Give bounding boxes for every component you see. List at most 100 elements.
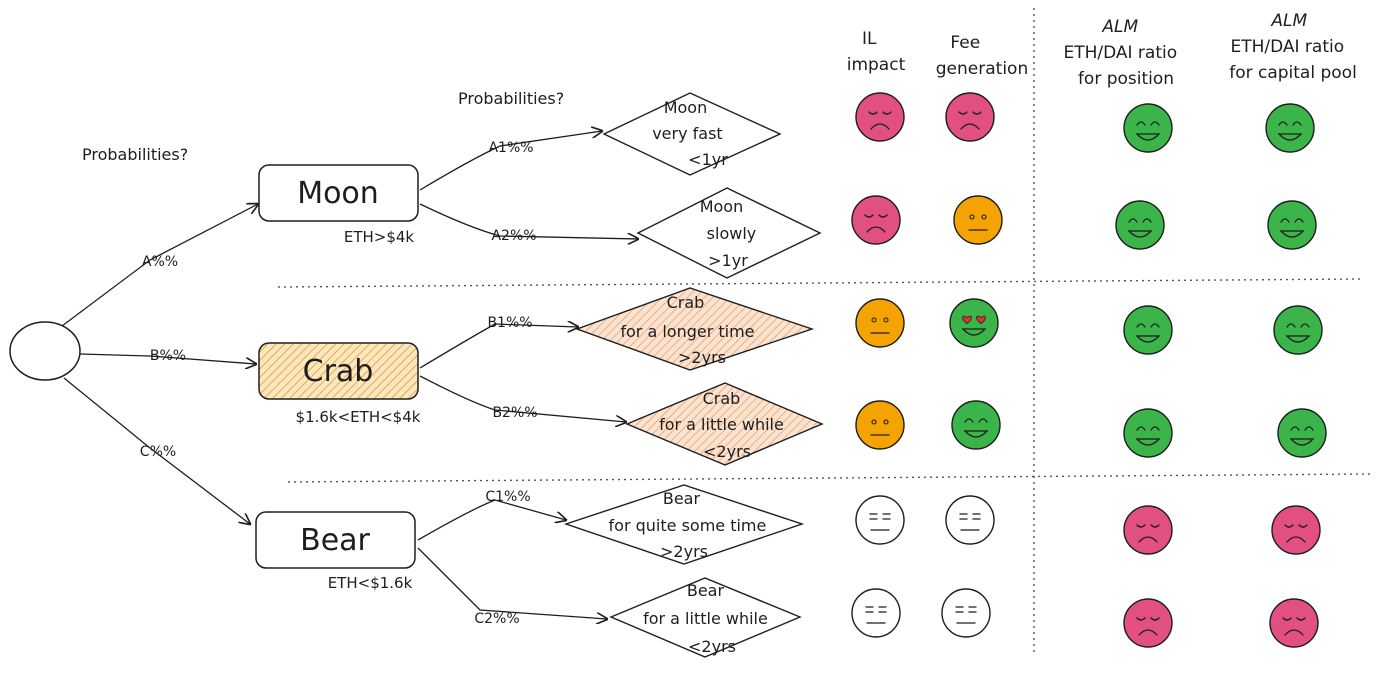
face-eye — [1284, 524, 1294, 528]
outcome-text-line: Moon — [700, 197, 744, 216]
face-eye — [883, 419, 889, 425]
face-eye — [1150, 426, 1160, 431]
face-mouth — [870, 123, 890, 130]
face-eye — [972, 111, 982, 115]
arrow-root-to-moon — [61, 204, 258, 327]
outcome-text-line: for a longer time — [620, 322, 754, 341]
root-node — [9, 321, 81, 381]
face-mouth — [963, 430, 989, 438]
outcome-text: Moon very fast <1yr — [652, 98, 728, 169]
outcome-text: Bear for a little while <2yrs — [643, 581, 773, 656]
outcome-text: Crab for a longer time >2yrs — [620, 293, 759, 367]
face-outline — [953, 195, 1003, 245]
face-outline — [951, 400, 1001, 450]
face-eye — [1136, 323, 1146, 328]
happy-green-face-icon — [1273, 305, 1323, 355]
scenario-box — [258, 342, 419, 400]
outcome-text: Crab for a little while <2yrs — [659, 389, 789, 461]
face-outline — [1123, 103, 1173, 153]
face-outline — [1265, 103, 1315, 153]
outcome-text-line: Crab — [703, 389, 741, 408]
probabilities-label-scenarios: Probabilities? — [82, 145, 188, 164]
probability-label-a1: A1%% — [488, 140, 533, 156]
face-mouth — [1285, 335, 1311, 343]
face-eye — [1150, 323, 1160, 328]
scenario-name: Bear — [300, 523, 370, 558]
column-header-line: for position — [1078, 69, 1174, 89]
scenario-node-bear: Bear ETH<$1.6k — [255, 511, 416, 592]
arrow-crab-to-long — [419, 324, 578, 369]
face-eye — [1304, 426, 1314, 431]
probability-label-a: A%% — [142, 254, 178, 270]
outcome-node-crab-short: Crab for a little while <2yrs — [625, 382, 824, 466]
neutral-orange-face-icon — [855, 298, 905, 348]
scenario-node-crab: Crab $1.6k<ETH<$4k — [258, 342, 421, 426]
face-eye — [1136, 121, 1146, 126]
face-outline — [851, 195, 901, 245]
face-eye — [1142, 218, 1152, 223]
happy-green-face-icon — [1123, 103, 1173, 153]
column-header-line: generation — [936, 59, 1028, 79]
column-header-line: ALM — [1270, 11, 1307, 31]
outcome-text-line: >1yr — [708, 251, 748, 270]
face-eye — [981, 214, 987, 220]
face-outline — [1123, 505, 1173, 555]
face-outline — [1123, 305, 1173, 355]
arrow-moon-to-slow — [419, 203, 638, 239]
outcome-node-bear-long: Bear for quite some time >2yrs — [563, 484, 805, 565]
sad-pink-face-icon — [945, 92, 995, 142]
sad-pink-face-icon — [1269, 598, 1319, 648]
outcome-diamond — [574, 287, 815, 371]
probability-label-c: C%% — [140, 444, 176, 460]
face-eye — [864, 214, 874, 218]
face-mouth — [960, 123, 980, 130]
outcome-text-line: for quite some time — [609, 516, 767, 535]
scenario-condition: ETH>$4k — [344, 228, 415, 246]
sad-pink-face-icon — [855, 92, 905, 142]
scenario-name: Moon — [297, 176, 379, 211]
face-eye — [978, 418, 988, 423]
happy-green-face-icon — [1123, 305, 1173, 355]
happy-green-face-icon — [1265, 103, 1315, 153]
face-mouth — [1138, 629, 1158, 636]
face-mouth — [1277, 133, 1303, 141]
outcome-text-line: <2yrs — [703, 442, 751, 461]
probability-label-c2: C2%% — [474, 611, 519, 627]
arrow-root-to-crab — [79, 353, 256, 364]
face-mouth — [866, 226, 886, 233]
face-eye — [969, 214, 975, 220]
face-eye — [1298, 524, 1308, 528]
arrow-moon-to-fast — [419, 131, 602, 191]
outcome-text-line: Moon — [664, 98, 708, 117]
outcome-text-line: <1yr — [688, 150, 728, 169]
face-eye — [1290, 426, 1300, 431]
outcome-diamond — [602, 92, 782, 176]
face-eye — [1136, 524, 1146, 528]
outcome-text-line: Bear — [687, 581, 725, 600]
separator-lines — [277, 8, 1371, 655]
face-eye — [1282, 617, 1292, 621]
probability-label-b2: B2%% — [492, 405, 537, 421]
column-header-line: for capital pool — [1229, 63, 1357, 83]
heart-eye — [976, 315, 986, 324]
outcome-text: Moon slowly >1yr — [700, 197, 762, 270]
scenario-condition: ETH<$1.6k — [328, 574, 413, 592]
outcome-diamond — [636, 187, 822, 279]
arrow-bear-to-short — [417, 547, 607, 619]
face-eye — [1150, 121, 1160, 126]
face-outline — [1271, 505, 1321, 555]
neutral-orange-face-icon — [953, 195, 1003, 245]
column-header-alm-capital-pool: ALM ETH/DAI ratio for capital pool — [1229, 11, 1357, 83]
happy-green-face-icon — [1123, 408, 1173, 458]
probability-label-b: B%% — [150, 348, 186, 364]
face-mouth — [961, 328, 987, 336]
face-outline — [1123, 598, 1173, 648]
face-outline — [851, 588, 901, 638]
sad-pink-face-icon — [1123, 598, 1173, 648]
scenario-node-moon: Moon ETH>$4k — [258, 164, 419, 246]
face-outline — [855, 400, 905, 450]
face-eye — [1150, 524, 1160, 528]
outcome-text: Bear for quite some time >2yrs — [609, 489, 772, 561]
happy-green-face-icon — [1277, 408, 1327, 458]
face-mouth — [1138, 536, 1158, 543]
